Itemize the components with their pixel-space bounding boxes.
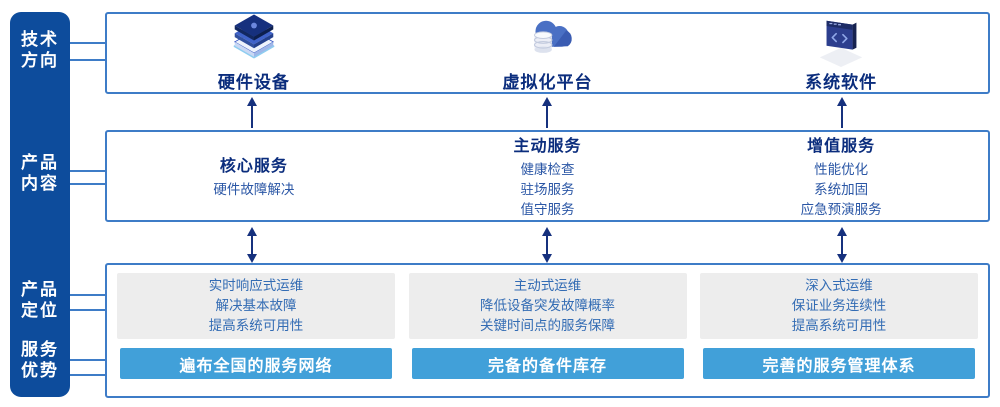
tech-item-virtualization: 虚拟化平台 bbox=[401, 14, 695, 92]
bottom-column-realtime: 实时响应式运维 解决基本故障 提高系统可用性 遍布全国的服务网络 bbox=[117, 273, 395, 396]
double-arrow bbox=[246, 227, 258, 263]
service-column-proactive: 主动服务 健康检查 驻场服务 值守服务 bbox=[401, 132, 695, 220]
service-heading: 主动服务 bbox=[513, 138, 582, 155]
positioning-line: 保证业务连续性 bbox=[791, 298, 887, 313]
positioning-panel: 主动式运维 降低设备突发故障概率 关键时间点的服务保障 bbox=[408, 273, 687, 339]
tech-label: 硬件设备 bbox=[217, 73, 290, 92]
double-arrow bbox=[836, 227, 848, 263]
connector-line bbox=[70, 59, 107, 61]
connector-line bbox=[70, 359, 107, 361]
cloud-database-icon bbox=[519, 13, 577, 67]
service-item: 硬件故障解决 bbox=[213, 182, 295, 197]
service-column-value-added: 增值服务 性能优化 系统加固 应急预演服务 bbox=[694, 132, 988, 220]
sidebar-label-service-advantage: 服务 优势 bbox=[21, 340, 59, 380]
sidebar-label-tech-direction: 技术 方向 bbox=[21, 30, 59, 70]
tech-item-hardware: 硬件设备 bbox=[107, 14, 401, 92]
positioning-line: 提高系统可用性 bbox=[791, 318, 887, 333]
positioning-line: 主动式运维 bbox=[513, 278, 582, 293]
double-arrow bbox=[541, 227, 553, 263]
service-item: 健康检查 bbox=[520, 162, 575, 177]
connector-line bbox=[70, 309, 107, 311]
up-arrow bbox=[541, 97, 553, 128]
tech-item-system-software: 系统软件 bbox=[694, 14, 988, 92]
up-arrow bbox=[246, 97, 258, 128]
positioning-line: 实时响应式运维 bbox=[208, 278, 304, 293]
service-item: 系统加固 bbox=[814, 182, 869, 197]
positioning-advantage-box: 实时响应式运维 解决基本故障 提高系统可用性 遍布全国的服务网络 主动式运维 降… bbox=[105, 263, 990, 398]
positioning-line: 关键时间点的服务保障 bbox=[480, 318, 615, 333]
connector-line bbox=[70, 42, 107, 44]
product-content-box: 核心服务 硬件故障解决 主动服务 健康检查 驻场服务 值守服务 增值服务 性能优… bbox=[105, 130, 990, 222]
tech-label: 系统软件 bbox=[805, 73, 878, 92]
service-item: 值守服务 bbox=[520, 202, 575, 217]
server-stack-icon bbox=[225, 13, 283, 67]
connector-line bbox=[70, 294, 107, 296]
service-item: 驻场服务 bbox=[520, 182, 575, 197]
sidebar: 技术 方向 产品 内容 产品 定位 服务 优势 bbox=[10, 12, 70, 397]
positioning-line: 解决基本故障 bbox=[215, 298, 297, 313]
positioning-line: 深入式运维 bbox=[805, 278, 873, 293]
service-item: 性能优化 bbox=[814, 162, 869, 177]
advantage-bar: 完善的服务管理体系 bbox=[703, 348, 975, 379]
bottom-column-proactive: 主动式运维 降低设备突发故障概率 关键时间点的服务保障 完备的备件库存 bbox=[408, 273, 687, 396]
positioning-panel: 深入式运维 保证业务连续性 提高系统可用性 bbox=[700, 273, 978, 339]
service-column-core: 核心服务 硬件故障解决 bbox=[107, 132, 401, 220]
positioning-line: 降低设备突发故障概率 bbox=[480, 298, 615, 313]
connector-line bbox=[70, 183, 107, 185]
up-arrow bbox=[836, 97, 848, 128]
service-item: 应急预演服务 bbox=[800, 202, 882, 217]
software-window-icon bbox=[812, 13, 870, 67]
sidebar-label-product-content: 产品 内容 bbox=[21, 153, 59, 193]
connector-line bbox=[70, 170, 107, 172]
bottom-column-deep: 深入式运维 保证业务连续性 提高系统可用性 完善的服务管理体系 bbox=[700, 273, 978, 396]
sidebar-label-product-positioning: 产品 定位 bbox=[21, 280, 59, 320]
positioning-panel: 实时响应式运维 解决基本故障 提高系统可用性 bbox=[117, 273, 395, 339]
connector-line bbox=[70, 374, 107, 376]
service-heading: 增值服务 bbox=[807, 138, 876, 155]
positioning-line: 提高系统可用性 bbox=[208, 318, 304, 333]
service-heading: 核心服务 bbox=[219, 158, 288, 175]
tech-label: 虚拟化平台 bbox=[502, 73, 593, 92]
tech-direction-box: 硬件设备 bbox=[105, 12, 990, 94]
advantage-bar: 完备的备件库存 bbox=[411, 348, 684, 379]
advantage-bar: 遍布全国的服务网络 bbox=[120, 348, 392, 379]
